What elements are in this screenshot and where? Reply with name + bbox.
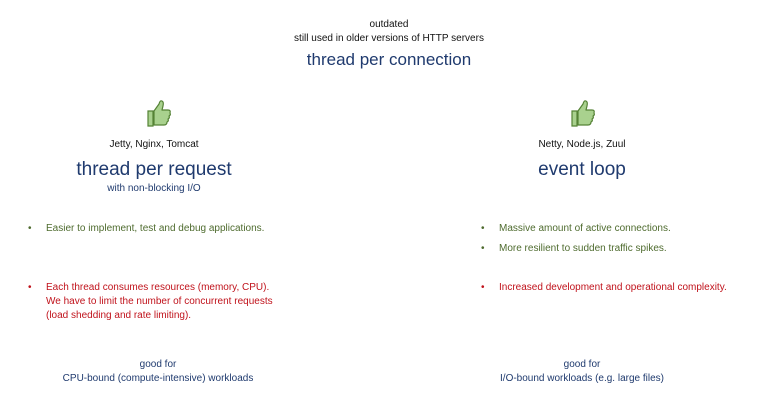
bullet: • [28,223,32,234]
older-http-servers-note: still used in older versions of HTTP ser… [294,33,484,44]
bullet: • [28,282,32,293]
left-con-line: Each thread consumes resources (memory, … [46,282,270,293]
right-pro-text: Massive amount of active connections. [499,223,671,234]
right-pro-text: More resilient to sudden traffic spikes. [499,243,667,254]
thread-per-request-title: thread per request [76,159,232,180]
left-con-line: We have to limit the number of concurren… [46,296,273,307]
outdated-label: outdated [369,19,409,30]
thumbs-up-icon [570,98,596,128]
non-blocking-io-subtitle: with non-blocking I/O [107,183,201,194]
left-good-for-value: CPU-bound (compute-intensive) workloads [62,373,254,384]
bullet: • [481,243,485,254]
left-good-for-label: good for [139,359,177,370]
bullet: • [481,282,485,293]
left-pro-text: Easier to implement, test and debug appl… [46,223,265,234]
right-good-for-value: I/O-bound workloads (e.g. large files) [500,373,664,384]
thumbs-up-icon [146,98,172,128]
bullet: • [481,223,485,234]
right-examples: Netty, Node.js, Zuul [538,139,626,150]
left-con-line: (load shedding and rate limiting). [46,310,192,321]
right-con-text: Increased development and operational co… [499,282,727,293]
thread-per-connection-title: thread per connection [306,50,472,69]
right-good-for-label: good for [563,359,601,370]
event-loop-title: event loop [538,159,626,180]
left-examples: Jetty, Nginx, Tomcat [109,139,199,150]
